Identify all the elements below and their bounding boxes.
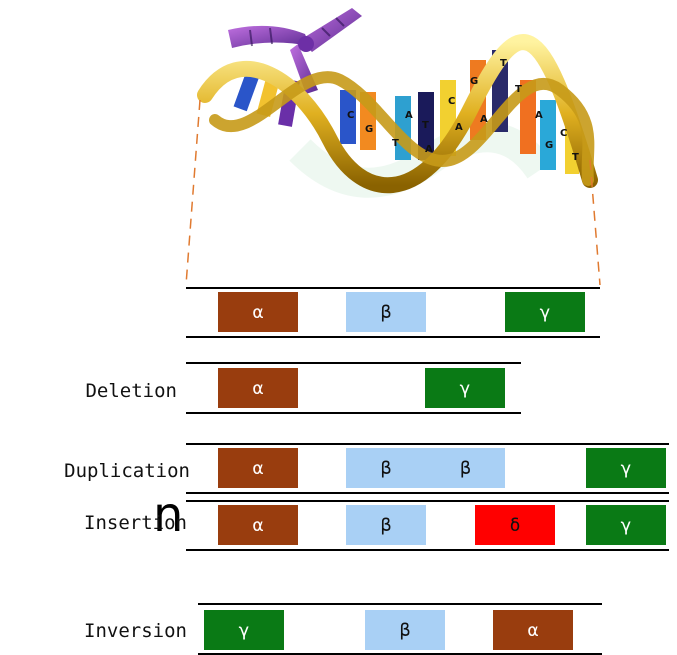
gene-block-beta: β <box>346 448 426 488</box>
helix-base-letter: G <box>470 76 478 87</box>
gene-block-delta: δ <box>475 505 555 545</box>
gene-block-alpha: α <box>218 368 298 408</box>
helix-base-letter: C <box>347 110 354 121</box>
helix-base-letter: C <box>448 96 455 107</box>
gene-block-gamma: γ <box>586 448 666 488</box>
gene-block-gamma: γ <box>204 610 284 650</box>
track-bottom-line <box>186 336 600 338</box>
track-top-line <box>186 500 669 502</box>
helix-base-letter: A <box>425 144 433 155</box>
helix-base-letter: A <box>405 110 413 121</box>
projection-line-left <box>185 99 201 286</box>
helix-base-letter: T <box>572 152 579 163</box>
gene-block-alpha: α <box>218 505 298 545</box>
helix-base-letter: T <box>422 120 429 131</box>
partial-letter: n <box>153 487 184 543</box>
track-top-line <box>198 603 602 605</box>
helix-base-letter: T <box>392 138 399 149</box>
gene-block-gamma: γ <box>586 505 666 545</box>
helix-base-letter: A <box>535 110 543 121</box>
gene-block-alpha: α <box>218 448 298 488</box>
gene-block-gamma: γ <box>425 368 505 408</box>
gene-block-beta-duplicate: β <box>426 448 505 488</box>
track-bottom-line <box>186 412 521 414</box>
helix-base-letter: T <box>515 84 522 95</box>
track-bottom-line <box>186 492 669 494</box>
helix-backbone <box>197 34 598 194</box>
projection-line-right <box>589 159 601 286</box>
row-label-inversion: Inversion <box>84 620 187 642</box>
row-label-duplication: Duplication <box>64 460 190 482</box>
helix-base-letter: A <box>480 114 488 125</box>
helix-base-letter: A <box>455 122 463 133</box>
track-bottom-line <box>186 549 669 551</box>
track-top-line <box>186 443 669 445</box>
helix-base-letter: G <box>365 124 373 135</box>
helix-base-letter: T <box>500 58 507 69</box>
gene-block-alpha: α <box>493 610 573 650</box>
track-top-line <box>186 362 521 364</box>
gene-block-beta: β <box>365 610 445 650</box>
row-label-deletion: Deletion <box>85 380 177 402</box>
helix-base-letter: C <box>560 128 567 139</box>
helix-base-letter: G <box>545 140 553 151</box>
gene-block-beta: β <box>346 505 426 545</box>
